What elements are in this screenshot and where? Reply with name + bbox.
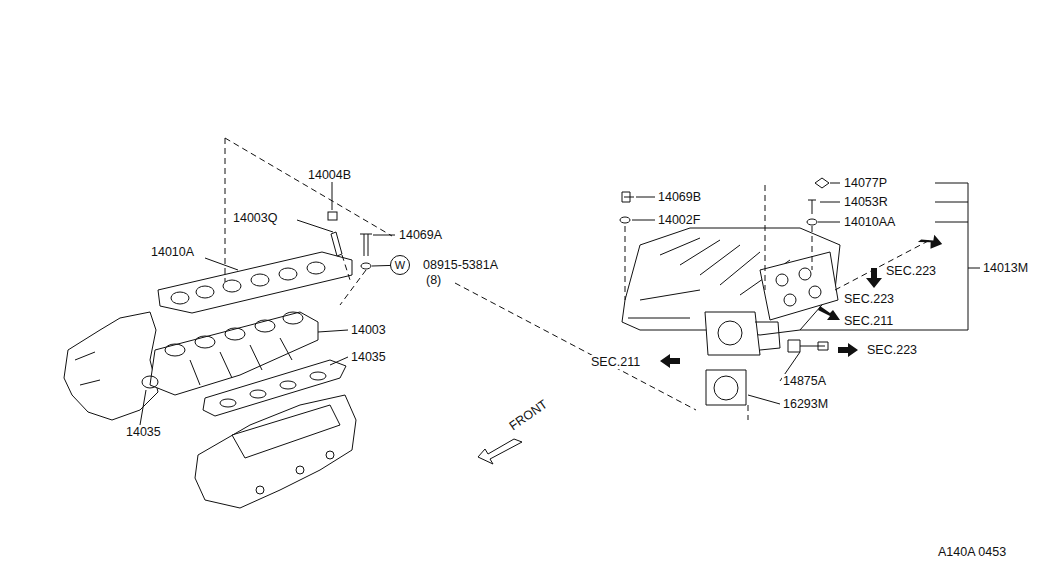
callout-number: 14004B (307, 168, 352, 182)
callout-number: SEC.211 (590, 355, 641, 369)
callout-number: 16293M (782, 397, 829, 411)
callout-number: 14003 (350, 323, 387, 337)
callout-number: 14010A (150, 245, 195, 259)
callout-number: 14069B (657, 190, 702, 204)
callout-number: SEC.223 (885, 264, 937, 278)
callout-number: 14053R (843, 195, 889, 209)
callout-number: 14035 (350, 350, 387, 364)
callout-number: 14875A (782, 374, 827, 388)
direction-label: FRONT (506, 396, 551, 433)
callout-number: 08915-5381A (422, 258, 499, 272)
callout-number: 14010AA (843, 215, 896, 229)
callout-number: 14077P (843, 176, 888, 190)
callout-number: 14069A (398, 228, 443, 242)
callout-number: SEC.223 (843, 292, 895, 306)
washer-symbol: W (390, 255, 410, 275)
callout-number: SEC.223 (866, 343, 918, 357)
callout-number: 14002F (657, 213, 701, 227)
callout-number: 14003Q (232, 211, 278, 225)
callout-number: 14013M (982, 261, 1029, 275)
figure-code: A140A 0453 (937, 545, 1007, 559)
symbol-letter: W (395, 259, 405, 271)
callout-number: (8) (425, 273, 442, 287)
callout-number: 14035 (125, 425, 162, 439)
callout-number: SEC.211 (843, 314, 894, 328)
